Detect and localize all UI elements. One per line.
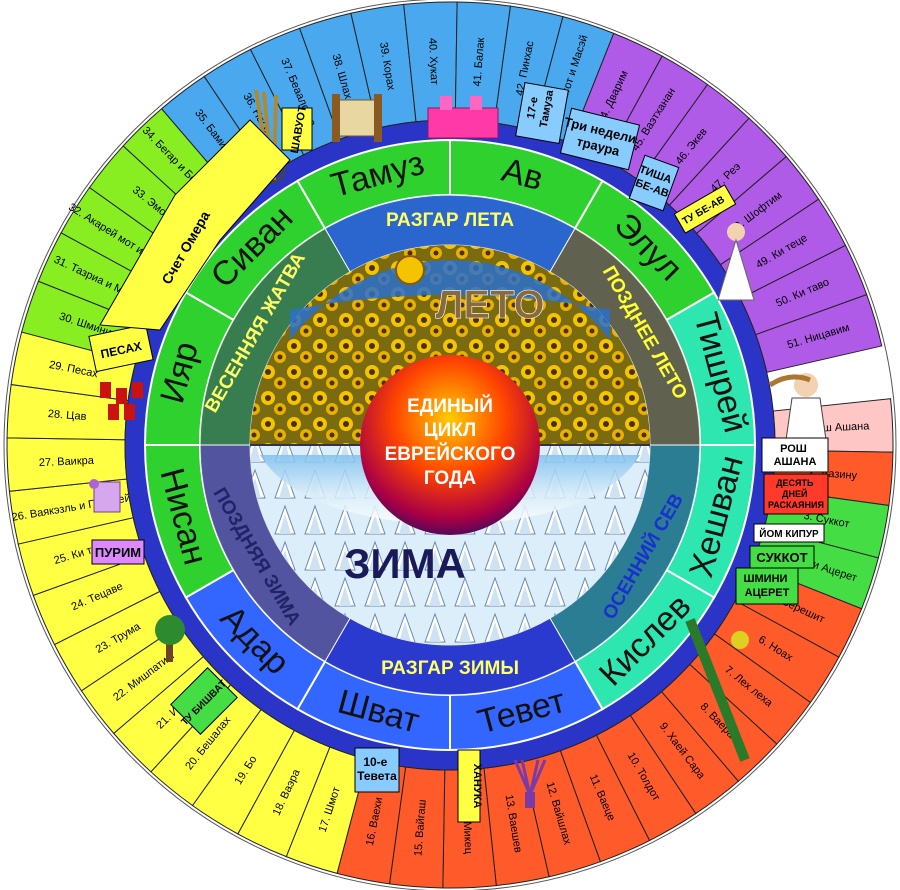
rosh-hashana-line2: АШАНА	[774, 456, 817, 468]
wine-cups-icon	[100, 382, 143, 420]
tevet10-label: 10-е Тевета	[357, 755, 397, 783]
holiday-labels: РОШ АШАНА ДЕСЯТЬ ДНЕЙ РАСКАЯНИЯ ЙОМ КИПУ…	[88, 82, 829, 823]
shofar-man-icon	[768, 373, 827, 441]
summer-label: ЛЕТО	[435, 283, 544, 327]
hanukkah-label: ХАНУКА	[471, 764, 483, 809]
parsha-label: 40. Хукат	[426, 38, 440, 85]
ten-days-label: ДЕСЯТЬ ДНЕЙ РАСКАЯНИЯ	[768, 478, 824, 510]
purim-label: ПУРИМ	[95, 545, 141, 560]
lulav-icon	[685, 618, 750, 762]
season-phase-label-peak-summer: РАЗГАР ЛЕТА	[386, 210, 514, 231]
center-title-line3: ЕВРЕЙСКОГО	[385, 443, 516, 465]
parsha-label: 15. Вайгаш	[412, 799, 428, 857]
omer-band	[99, 119, 291, 331]
purim-scroll-icon	[89, 479, 121, 513]
torah-scroll-icon	[332, 94, 382, 142]
yom-kippur-label: ЙОМ КИПУР	[759, 527, 819, 540]
rosh-hashana-label: РОШ АШАНА	[774, 443, 817, 468]
center-title-line1: ЕДИНЫЙ	[407, 395, 493, 417]
center-title-line4: ГОДА	[424, 468, 477, 489]
season-phase-label-peak-winter: РАЗГАР ЗИМЫ	[381, 658, 519, 679]
parsha-label: 28. Цав	[47, 408, 87, 423]
sukkot-label: СУККОТ	[756, 550, 807, 565]
center-title-line2: ЦИКЛ	[424, 420, 476, 441]
bride-icon	[717, 223, 755, 301]
parsha-label: 27. Ваикра	[39, 455, 95, 469]
tree-icon	[155, 615, 185, 662]
center-circle	[360, 355, 540, 535]
summer-sky	[290, 260, 610, 340]
shmini-atzeret-label: ШМИНИ АЦЕРЕТ	[743, 573, 790, 599]
winter-label: ЗИМА	[344, 540, 466, 587]
temple-icon	[427, 96, 499, 139]
rosh-hashana-line1: РОШ	[780, 443, 807, 455]
sun-icon	[395, 255, 425, 285]
parsha-label: 41. Балак	[471, 37, 487, 87]
menorah-icon	[513, 759, 547, 808]
